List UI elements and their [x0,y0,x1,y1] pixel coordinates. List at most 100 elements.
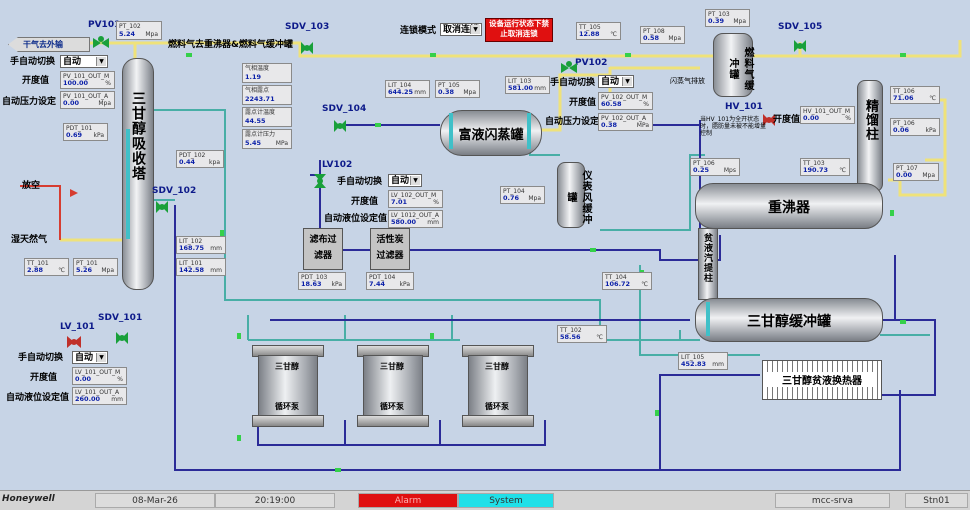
sdv105-tag: SDV_105 [778,22,823,32]
carbon-filter[interactable]: 活性炭过滤器 [370,228,410,270]
lv101-level-set-label: 自动液位设定值 [6,393,70,403]
sdv102-valve-icon[interactable] [155,199,169,219]
lv101-tag: LV_101 [60,322,95,332]
stripper-column-name: 贫液汽提柱 [702,233,712,283]
still-column[interactable]: 精馏柱 [857,80,883,192]
instrument-air-tank[interactable]: 仪表风缓冲罐 [557,162,591,228]
sdv104-tag: SDV_104 [322,104,367,114]
absorber-mode-select[interactable]: 自动▼ [60,55,108,68]
interlock-mode-select[interactable]: 取消连锁▼ [440,23,482,36]
pump-1-label-a: 三甘醇 [275,362,299,371]
flash-tank[interactable]: 富液闪蒸罐 [440,110,542,156]
status-station: Stn01 [905,493,968,508]
lv102-valve-icon[interactable] [312,173,328,193]
cloth-filter-name: 滤布过滤器 [309,235,337,261]
absorber-press-set-label: 自动压力设定 [2,97,57,107]
sdv104-valve-icon[interactable] [333,118,347,138]
system-button[interactable]: System [458,493,554,508]
fuel-gas-buffer-tank[interactable]: 燃料气缓冲罐 [713,33,753,97]
status-time: 20:19:00 [215,493,335,508]
teg-buffer-tank[interactable]: 三甘醇缓冲罐 [695,298,883,342]
hv101-valve-icon[interactable] [762,112,776,132]
teg-heat-exchanger[interactable]: 三甘醇贫液换热器 [762,360,882,400]
circulation-pump-2[interactable]: 三甘醇 循环泵 [357,345,429,427]
circulation-pump-3[interactable]: 三甘醇 循环泵 [462,345,534,427]
instrument-air-tank-name: 仪表风缓冲罐 [565,169,591,225]
fuel-gas-buffer-tank-name: 燃料气缓冲罐 [727,47,753,91]
sdv103-valve-icon[interactable] [300,40,314,60]
lv101-mode-select[interactable]: 自动▼ [72,351,108,364]
reboiler[interactable]: 重沸器 [695,183,883,229]
absorber-tower[interactable]: 三甘醇吸收塔 [122,58,154,290]
pv102-mode-select[interactable]: 自动▼ [598,75,634,88]
flash-gas-vent-note: 闪蒸气排放 [670,77,705,85]
hv101-tag: HV_101 [725,102,763,112]
absorber-manual-auto-label: 手自动切换 [10,57,56,67]
sweet-gas-label: 干气去外输 [23,40,63,49]
wet-gas-label: 湿天然气 [11,235,48,245]
sdv101-valve-icon[interactable] [115,330,129,350]
circulation-pump-1[interactable]: 三甘醇 循环泵 [252,345,324,427]
status-bar: Honeywell 08-Mar-26 20:19:00 Alarm Syste… [0,490,970,510]
pump-3-label-b: 循环泵 [485,402,509,411]
pv102-valve-icon[interactable] [560,60,578,80]
vent-label: 放空 [22,181,41,191]
chevron-down-icon: ▼ [96,57,106,66]
sdv105-valve-icon[interactable] [793,38,807,58]
lv101-open-label: 开度值 [30,373,58,383]
alarm-button[interactable]: Alarm [358,493,458,508]
lv102-manual-auto-label: 手自动切换 [337,177,383,187]
stripper-column[interactable]: 贫液汽提柱 [698,228,718,300]
sdv102-tag: SDV_102 [152,186,197,196]
cloth-filter[interactable]: 滤布过滤器 [303,228,343,270]
pv102-manual-auto-label: 手自动切换 [550,78,596,88]
lv102-mode-select[interactable]: 自动▼ [388,174,422,187]
absorber-name: 三甘醇吸收塔 [130,91,146,181]
chevron-down-icon: ▼ [470,25,480,34]
interlock-alarm-text: 设备运行状态下禁止取消连锁 [489,19,549,38]
pv101-valve-icon[interactable] [92,35,110,55]
lv101-valve-icon[interactable] [66,334,82,354]
brand-logo: Honeywell [2,494,55,504]
lv102-open-label: 开度值 [351,197,379,207]
status-server: mcc-srva [775,493,890,508]
